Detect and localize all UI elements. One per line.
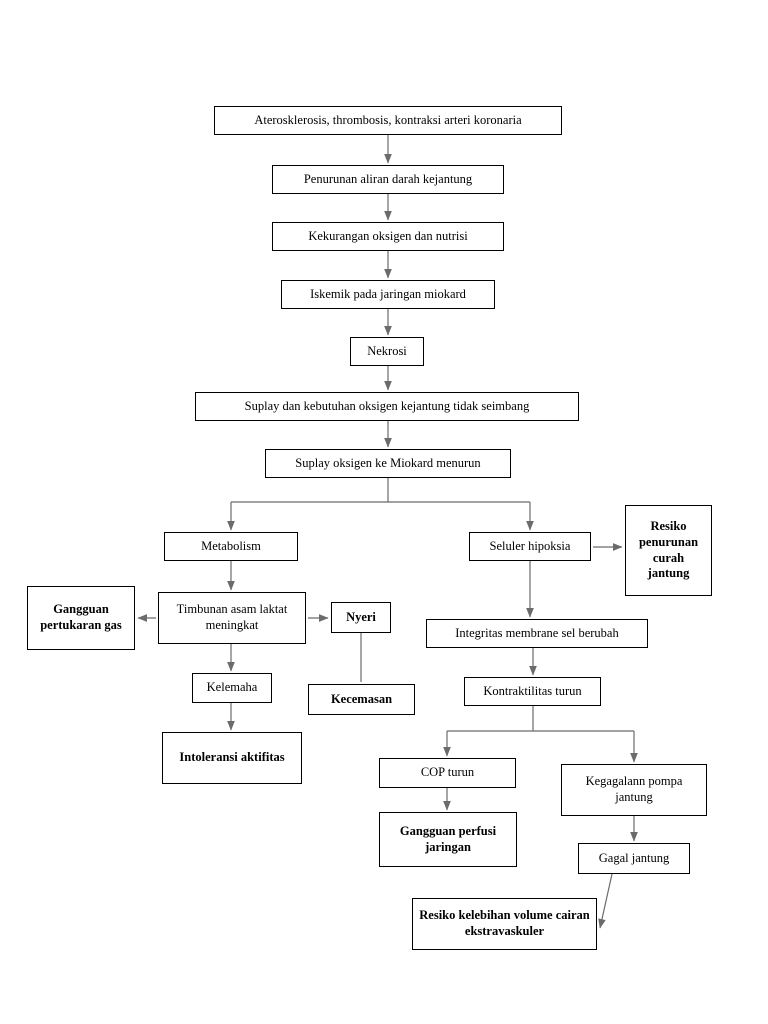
node-kontraktilitas-turun[interactable]: Kontraktilitas turun xyxy=(464,677,601,706)
node-kelemaha[interactable]: Kelemaha xyxy=(192,673,272,703)
node-intoleransi-aktifitas[interactable]: Intoleransi aktifitas xyxy=(162,732,302,784)
connector-n22-n23 xyxy=(598,873,613,929)
node-nekrosi[interactable]: Nekrosi xyxy=(350,337,424,366)
node-iskemik-miokard[interactable]: Iskemik pada jaringan miokard xyxy=(281,280,495,309)
node-timbunan-asam-laktat[interactable]: Timbunan asam laktat meningkat xyxy=(158,592,306,644)
node-resiko-penurunan-curah-jantung[interactable]: Resiko penurunan curah jantung xyxy=(625,505,712,596)
node-gagal-jantung[interactable]: Gagal jantung xyxy=(578,843,690,874)
node-cop-turun[interactable]: COP turun xyxy=(379,758,516,788)
node-gangguan-pertukaran-gas[interactable]: Gangguan pertukaran gas xyxy=(27,586,135,650)
node-integritas-membrane[interactable]: Integritas membrane sel berubah xyxy=(426,619,648,648)
node-aterosklerosis[interactable]: Aterosklerosis, thrombosis, kontraksi ar… xyxy=(214,106,562,135)
node-seluler-hipoksia[interactable]: Seluler hipoksia xyxy=(469,532,591,561)
node-gangguan-perfusi-jaringan[interactable]: Gangguan perfusi jaringan xyxy=(379,812,517,867)
node-kekurangan-oksigen[interactable]: Kekurangan oksigen dan nutrisi xyxy=(272,222,504,251)
node-metabolism[interactable]: Metabolism xyxy=(164,532,298,561)
node-kegagalan-pompa-jantung[interactable]: Kegagalann pompa jantung xyxy=(561,764,707,816)
node-nyeri[interactable]: Nyeri xyxy=(331,602,391,633)
node-resiko-kelebihan-volume-cairan[interactable]: Resiko kelebihan volume cairan ekstravas… xyxy=(412,898,597,950)
node-kecemasan[interactable]: Kecemasan xyxy=(308,684,415,715)
node-penurunan-aliran-darah[interactable]: Penurunan aliran darah kejantung xyxy=(272,165,504,194)
node-suplay-kebutuhan-oksigen[interactable]: Suplay dan kebutuhan oksigen kejantung t… xyxy=(195,392,579,421)
node-suplay-oksigen-miokard[interactable]: Suplay oksigen ke Miokard menurun xyxy=(265,449,511,478)
